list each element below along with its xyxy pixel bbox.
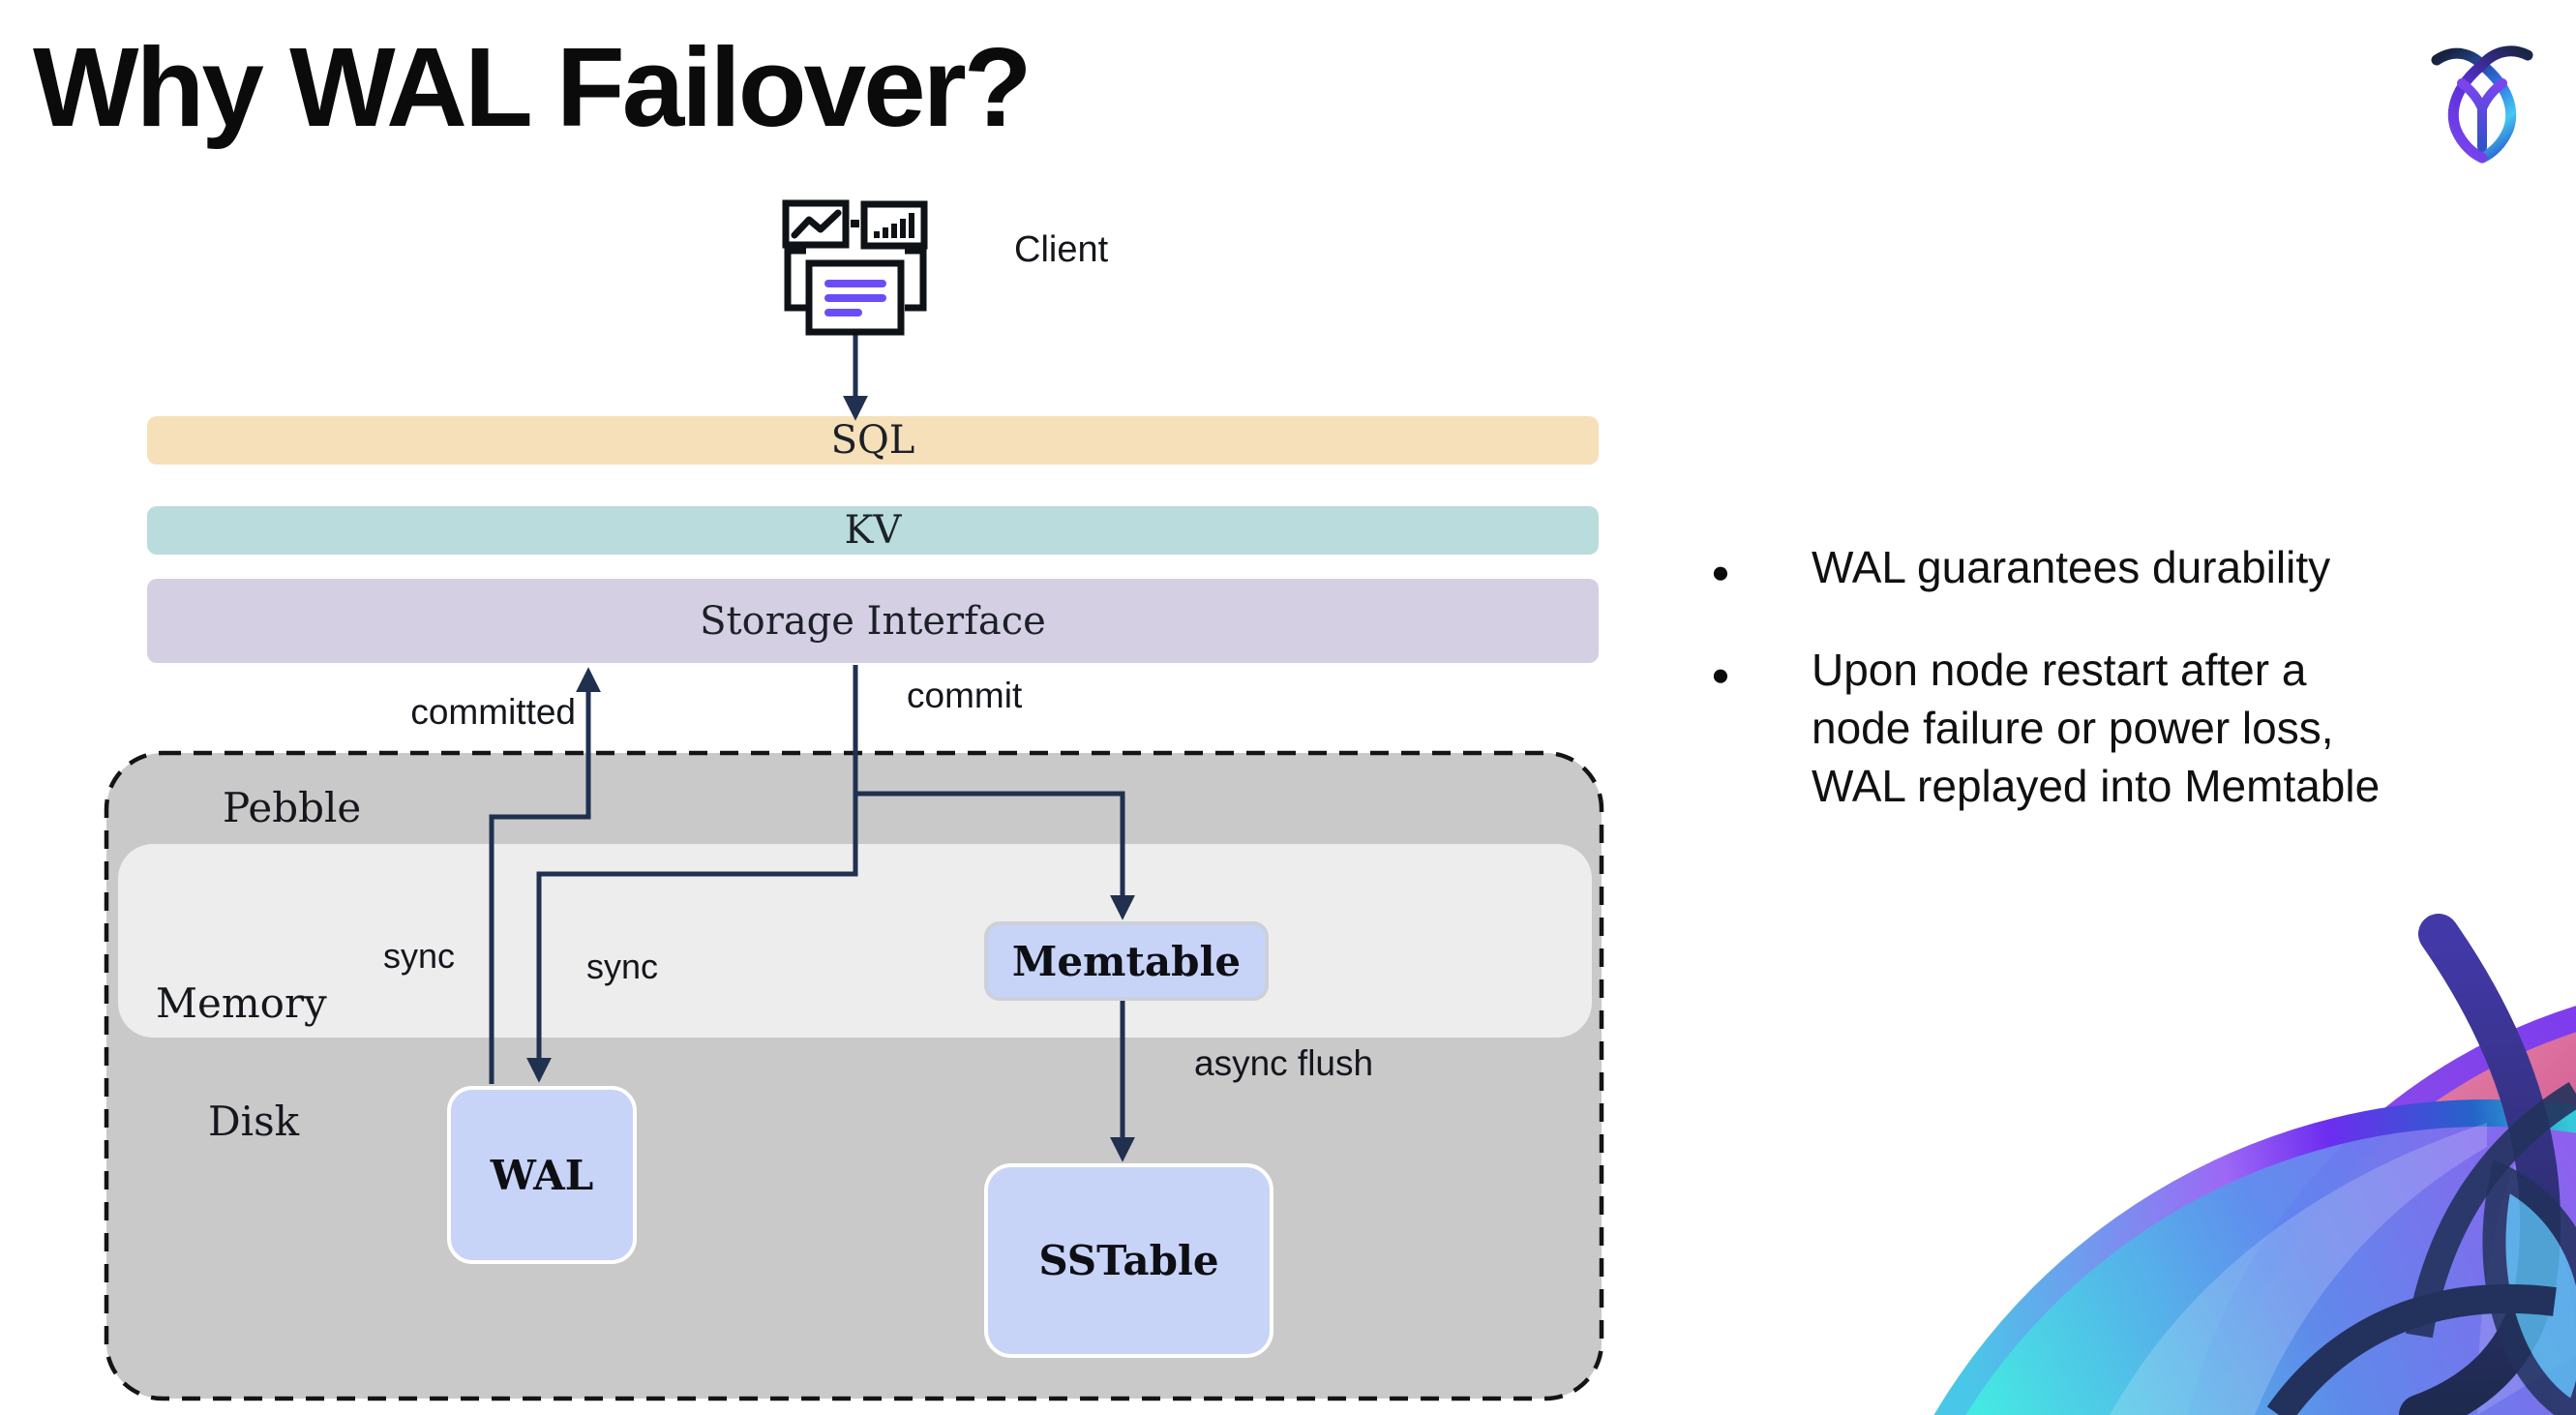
edge-commit-branch-to-memtable <box>855 791 1135 920</box>
layer-kv-label: KV <box>844 508 902 553</box>
edges <box>489 335 1135 1162</box>
edge-label-committed: committed <box>410 692 576 732</box>
edge-wal-committed-to-storage <box>489 667 601 1084</box>
layer-sql: SQL <box>147 416 1599 465</box>
node-sstable: SSTable <box>984 1163 1273 1358</box>
node-memtable: Memtable <box>984 921 1269 1001</box>
edge-label-commit: commit <box>907 676 1023 715</box>
page-title: Why WAL Failover? <box>33 24 1033 150</box>
edge-label-sync-left: sync <box>383 936 456 976</box>
node-sstable-label: SSTable <box>1038 1237 1219 1284</box>
cockroach-logo-icon <box>2431 45 2533 164</box>
bullet-item: WAL guarantees durability <box>1709 538 2386 601</box>
edge-label-async-flush: async flush <box>1194 1043 1374 1083</box>
cockroach-corner-art <box>1933 914 2576 1415</box>
disk-region-label: Disk <box>208 1098 300 1145</box>
edge-storage-commit-sync-to-wal <box>526 665 858 1083</box>
node-wal-label: WAL <box>490 1151 594 1199</box>
layer-sql-label: SQL <box>830 418 915 463</box>
node-wal: WAL <box>447 1086 637 1264</box>
layer-storage-interface: Storage Interface <box>147 579 1599 663</box>
layer-storage-interface-label: Storage Interface <box>700 598 1046 644</box>
layer-kv: KV <box>147 506 1599 555</box>
node-memtable-label: Memtable <box>1011 937 1242 985</box>
bar-chart-glyph <box>874 213 914 238</box>
client-icon <box>782 199 928 336</box>
bullet-list: WAL guarantees durability Upon node rest… <box>1709 538 2386 815</box>
bullet-item: Upon node restart after a node failure o… <box>1709 641 2386 815</box>
document-lines-glyph <box>824 280 886 316</box>
memory-region-label: Memory <box>156 979 327 1027</box>
edge-label-sync-right: sync <box>586 947 659 986</box>
client-label: Client <box>1014 229 1109 270</box>
pebble-title: Pebble <box>223 784 362 831</box>
